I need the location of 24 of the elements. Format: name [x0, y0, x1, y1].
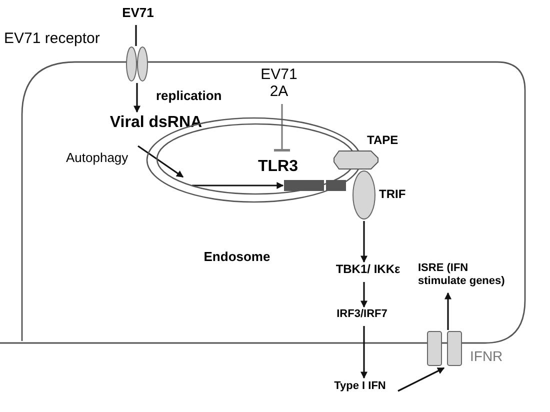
edge-label: Autophagy	[66, 151, 128, 166]
edge-label: replication	[156, 89, 222, 104]
molecule-label: Viral dsRNA	[108, 114, 204, 132]
receptor-label: EV71 receptor	[4, 30, 101, 48]
cytokine-label: Type I IFN	[333, 380, 387, 393]
arrow	[360, 326, 368, 379]
protein-label: EV71	[121, 6, 155, 21]
receptor-label: TLR3	[258, 158, 299, 176]
arrow	[444, 292, 452, 330]
line	[135, 25, 137, 46]
protein-label: TBK1/ IKKε	[334, 263, 402, 277]
arrow	[134, 83, 140, 113]
inhibition-line	[274, 104, 290, 152]
arrow	[360, 282, 368, 308]
arrow	[398, 367, 445, 392]
organelle-label: Endosome	[202, 250, 272, 265]
receptor-label: IFNR	[470, 348, 504, 364]
protein-label: TAPE	[367, 134, 400, 148]
protein-label: EV71 2A	[260, 66, 298, 100]
protein-label: TRIF	[379, 188, 407, 202]
gene-label: ISRE (IFN stimulate genes)	[418, 262, 506, 288]
arrow	[360, 221, 368, 263]
arrow	[192, 182, 284, 189]
protein-label: IRF3/IRF7	[336, 308, 388, 321]
